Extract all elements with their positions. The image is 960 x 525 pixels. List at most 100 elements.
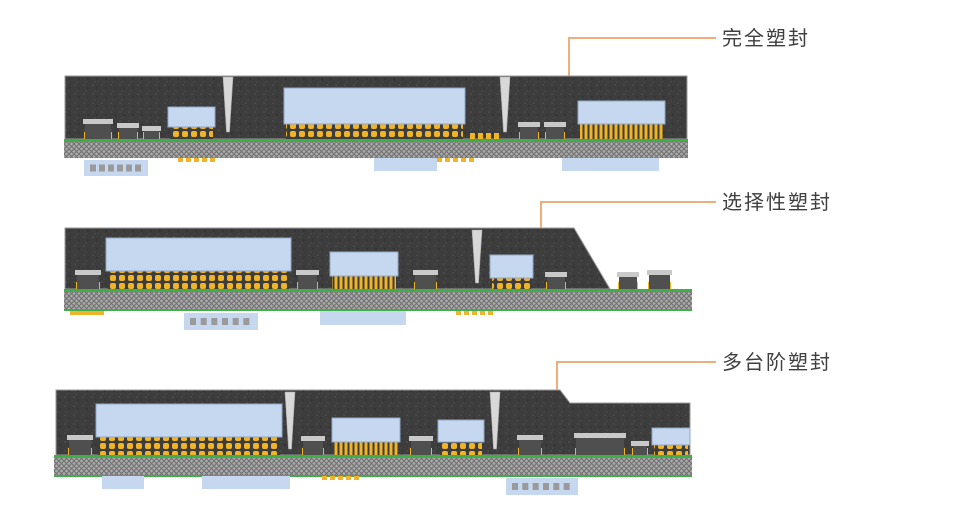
component-body <box>303 440 323 455</box>
component-cap <box>83 119 113 124</box>
pcb-core-layer <box>54 475 692 477</box>
component-cap <box>518 122 540 127</box>
bottom-connector <box>84 160 148 176</box>
solder-pad <box>338 476 343 480</box>
solder-pad <box>472 311 477 315</box>
connector-pin <box>117 164 123 172</box>
component-cap <box>117 123 139 128</box>
die-chip <box>95 403 283 438</box>
solder-pad <box>194 158 199 162</box>
solder-pad <box>480 311 485 315</box>
connector-pin <box>108 164 114 172</box>
die-chip <box>167 106 216 128</box>
connector-pin <box>222 318 228 325</box>
bottom-connector <box>506 478 578 495</box>
component-cap <box>301 436 325 441</box>
solder-pad <box>469 158 474 162</box>
solder-pad <box>445 158 450 162</box>
solder-pad <box>486 133 491 139</box>
board-multi-step-molding <box>54 389 692 495</box>
component-cap <box>544 122 566 127</box>
die-chip <box>329 251 399 277</box>
component-cap <box>75 270 101 275</box>
connector-pin <box>90 164 96 172</box>
component-body <box>119 127 137 139</box>
mold-gate-pillar <box>284 391 296 450</box>
solder-pad <box>322 476 327 480</box>
solder-pad <box>346 476 351 480</box>
solder-bump-row <box>492 278 531 289</box>
component-cap <box>617 272 639 277</box>
component-body <box>576 437 624 455</box>
die-chip <box>331 417 401 443</box>
connector-pin <box>211 318 218 325</box>
bottom-connector <box>184 313 258 330</box>
solder-bump-row <box>286 124 463 139</box>
pcb-core-layer <box>64 289 692 292</box>
bottom-connector <box>102 476 144 489</box>
connector-pin <box>522 483 529 490</box>
mold-gate-pillar <box>489 391 501 450</box>
solder-pad <box>437 158 442 162</box>
solder-pad-strip <box>70 311 104 315</box>
component-body <box>415 274 436 289</box>
substrate <box>54 458 692 475</box>
label-full-molding: 完全塑封 <box>722 26 810 50</box>
solder-bump-row <box>108 271 289 289</box>
connector-pin <box>532 483 539 490</box>
connector-pin <box>190 318 196 325</box>
mold-gate-pillar <box>471 229 483 284</box>
connector-pin <box>543 483 549 490</box>
die-chip <box>577 100 666 125</box>
callout-line-full-vertical <box>568 37 570 89</box>
solder-pad <box>210 158 215 162</box>
die-chip <box>105 237 292 272</box>
component-cap <box>409 436 433 441</box>
mold-gate-pillar <box>222 76 234 133</box>
component-cap <box>296 270 319 275</box>
solder-bump-row <box>440 442 482 455</box>
substrate <box>64 142 688 158</box>
component-body <box>77 274 99 289</box>
component-body <box>69 439 91 455</box>
component-body <box>85 123 111 139</box>
bottom-connector <box>374 158 437 171</box>
solder-pad <box>456 311 461 315</box>
component-body <box>520 126 538 139</box>
solder-pad <box>202 158 207 162</box>
component-body <box>633 445 647 455</box>
connector-pin <box>200 318 207 325</box>
component-body <box>547 276 565 289</box>
die-chip <box>437 419 485 443</box>
die-chip <box>283 87 466 125</box>
pcb-core-layer <box>54 455 692 458</box>
component-cap <box>574 433 626 438</box>
callout-line-selective-vertical <box>540 201 542 244</box>
component-body <box>619 276 637 289</box>
component-cap <box>142 126 161 131</box>
solder-bump-row <box>98 437 280 455</box>
component-body <box>649 274 670 289</box>
component-cap <box>545 272 567 277</box>
solder-bump-row <box>654 445 688 455</box>
board-selective-molding <box>64 227 692 330</box>
connector-pin <box>126 164 132 172</box>
component-body <box>411 440 431 455</box>
solder-pad <box>178 158 183 162</box>
component-cap <box>631 441 649 446</box>
component-cap <box>67 435 93 440</box>
solder-bump-row <box>580 124 663 139</box>
callout-line-multi-step-vertical <box>556 361 558 406</box>
solder-pad <box>478 133 483 139</box>
connector-pin <box>243 318 250 325</box>
component-cap <box>413 270 438 275</box>
connector-pin <box>563 483 570 490</box>
label-multi-step-molding: 多台阶塑封 <box>722 350 832 374</box>
callout-line-selective-horizontal <box>540 201 716 203</box>
component-cap <box>647 270 672 275</box>
solder-bump-row <box>170 127 213 139</box>
solder-pad <box>464 311 469 315</box>
callout-line-full-horizontal <box>568 37 716 39</box>
label-selective-molding: 选择性塑封 <box>722 190 832 214</box>
